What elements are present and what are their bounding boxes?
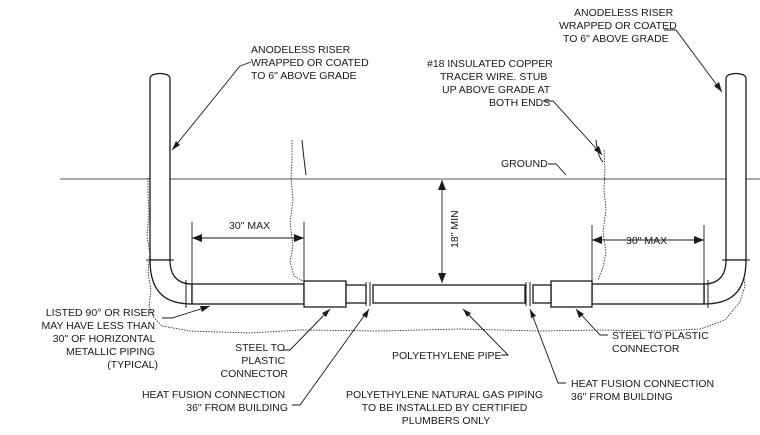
- steel-left-label: STEEL TO PLASTIC CONNECTOR: [221, 342, 289, 380]
- connector-left: [303, 280, 347, 308]
- poly-pipe-label: POLYETHYLENE PIPE: [392, 350, 502, 362]
- elbow-right: [703, 259, 747, 305]
- connector-right: [550, 280, 593, 308]
- steel-pipe-left: [191, 283, 305, 305]
- leader-fusion-left: [292, 308, 370, 406]
- leader-steel-right: [575, 308, 608, 336]
- poly-segment-right: [532, 284, 552, 304]
- steel-pipe-right: [591, 283, 705, 305]
- poly-segment-left: [345, 284, 367, 304]
- tracer-wire-left: [301, 139, 307, 176]
- trench-outline: [146, 178, 747, 334]
- riser-left: [146, 72, 193, 308]
- trench-wall-left: [289, 140, 306, 283]
- leader-fusion-right: [529, 308, 566, 384]
- leader-poly-pipe: [462, 308, 510, 356]
- riser-left-pipe: [149, 72, 171, 261]
- leader-lines: [162, 29, 723, 406]
- riser-right: [703, 72, 750, 308]
- max-dimension-left: [191, 222, 305, 284]
- riser-right-label: ANODELESS RISER WRAPPED OR COATED TO 6" …: [559, 7, 680, 45]
- riser-right-pipe: [725, 72, 747, 261]
- depth-label: 18" MIN: [449, 210, 461, 248]
- max-dimension-right: [591, 225, 705, 284]
- fusion-left-label: HEAT FUSION CONNECTION 36" FROM BUILDING: [142, 389, 288, 414]
- leader-steel-left: [283, 308, 331, 351]
- max-left-label: 30" MAX: [229, 220, 270, 232]
- trench-wall-right: [597, 149, 607, 281]
- depth-dimension: [438, 180, 446, 283]
- riser-left-label: ANODELESS RISER WRAPPED OR COATED TO 6" …: [251, 44, 372, 82]
- listed-90-label: LISTED 90° OR RISER MAY HAVE LESS THAN 3…: [41, 307, 158, 371]
- poly-pipe-center: [372, 284, 526, 304]
- tracer-wire-label: #18 INSULATED COPPER TRACER WIRE. STUB U…: [427, 58, 556, 109]
- ground-label: GROUND: [501, 158, 548, 170]
- leader-riser-right: [664, 29, 723, 93]
- fusion-right-label: HEAT FUSION CONNECTION 36" FROM BUILDING: [571, 378, 717, 403]
- leader-riser-left: [171, 61, 252, 151]
- steel-right-label: STEEL TO PLASTIC CONNECTOR: [612, 330, 712, 355]
- tracer-wire-right: [595, 139, 604, 163]
- leader-tracer-wire: [543, 100, 603, 156]
- max-right-label: 30" MAX: [626, 235, 667, 247]
- install-note-label: POLYETHYLENE NATURAL GAS PIPING TO BE IN…: [346, 389, 546, 427]
- leader-ground: [548, 163, 567, 176]
- leader-listed-90: [162, 305, 211, 319]
